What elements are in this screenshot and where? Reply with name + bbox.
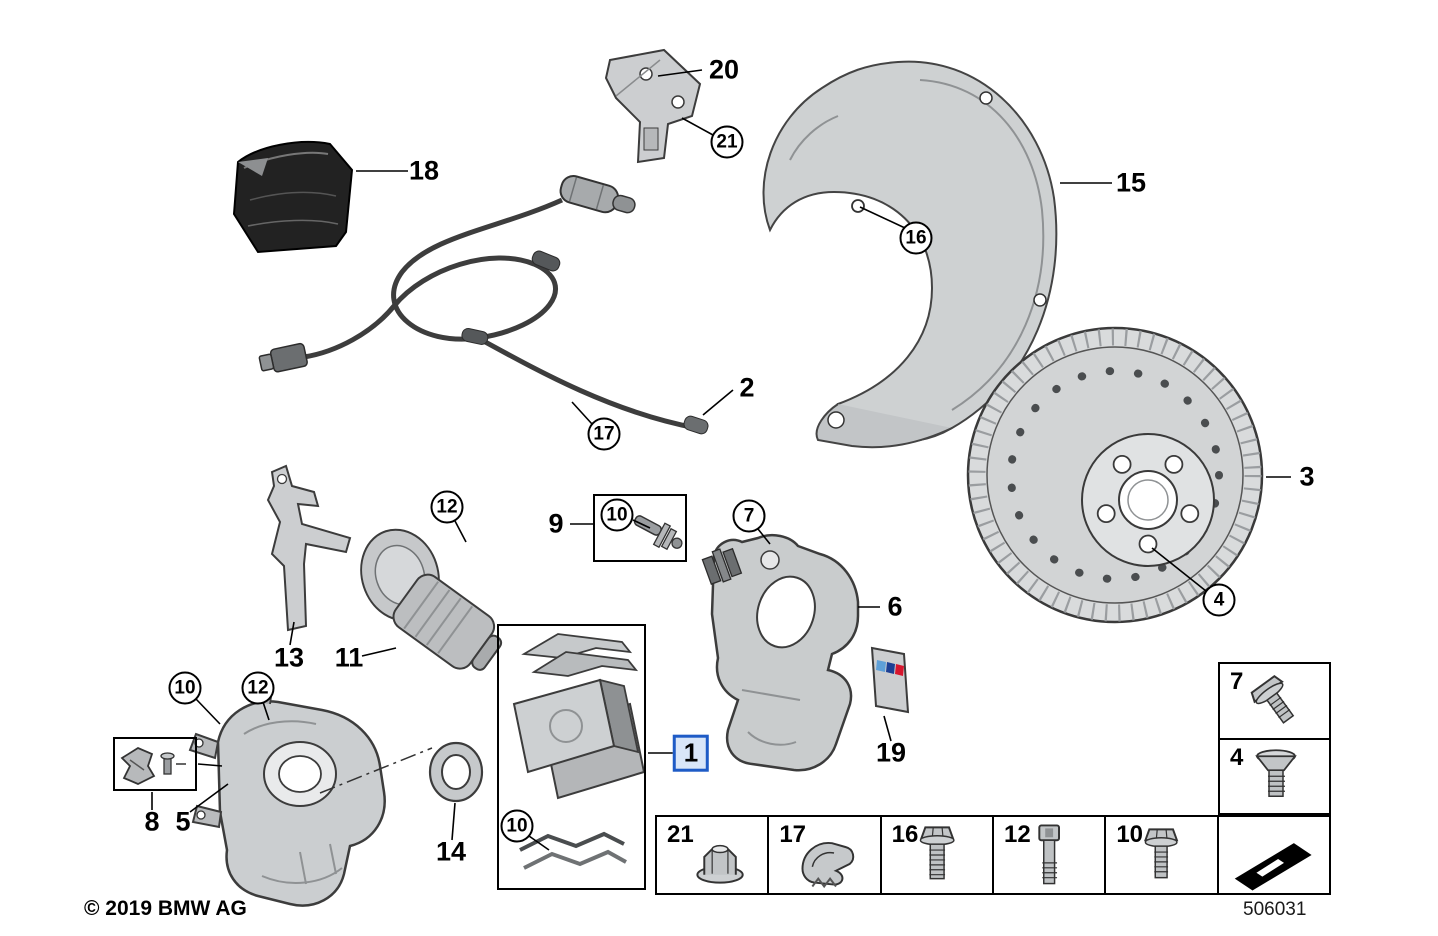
fastener-cell-21[interactable]: 21 (657, 817, 767, 893)
kit-box-9 (593, 494, 687, 562)
part-label-3[interactable]: 3 (1299, 461, 1315, 492)
fastener-cell-17[interactable]: 17 (767, 817, 879, 893)
part-label-18[interactable]: 18 (408, 155, 440, 186)
callout-4[interactable]: 4 (1202, 583, 1236, 617)
callout-10-pads[interactable]: 10 (500, 809, 534, 843)
fastener-table: 21 17 16 (655, 815, 1331, 895)
brake-caliper-drawing (188, 687, 386, 907)
cable-bracket-drawing (266, 464, 352, 632)
fastener-cell-12[interactable]: 12 (991, 817, 1104, 893)
fastener-cell-17-label: 17 (779, 821, 807, 848)
callout-16[interactable]: 16 (899, 221, 933, 255)
fastener-cell-10-label: 10 (1116, 821, 1144, 848)
fastener-cell-16-label: 16 (891, 821, 919, 848)
part-label-9[interactable]: 9 (548, 508, 564, 539)
assembly-axis-line (319, 747, 433, 794)
callout-10-kit[interactable]: 10 (600, 498, 634, 532)
kit-box-8 (113, 737, 197, 791)
grease-pack-drawing (232, 141, 354, 254)
callout-7[interactable]: 7 (732, 499, 766, 533)
splash-shield-drawing (762, 60, 1058, 449)
brake-pad-set-drawing (512, 633, 646, 870)
part-label-15[interactable]: 15 (1115, 167, 1147, 198)
fastener-cell-16[interactable]: 16 (879, 817, 992, 893)
bolt-cell-7[interactable]: 7 (1220, 664, 1329, 738)
retaining-clip-icon (801, 842, 855, 889)
bolt-cell-4-label: 4 (1230, 743, 1244, 771)
sensor-bracket-drawing (604, 48, 702, 164)
callout-17[interactable]: 17 (587, 417, 621, 451)
hex-flange-bolt-icon (1250, 674, 1295, 724)
callout-21[interactable]: 21 (710, 125, 744, 159)
part-label-6[interactable]: 6 (887, 591, 903, 622)
hex-flange-bolt-icon (919, 826, 955, 880)
copyright-text: © 2019 BMW AG (84, 897, 247, 920)
part-label-14[interactable]: 14 (435, 836, 467, 867)
part-label-1-selected[interactable]: 1 (672, 734, 710, 772)
parking-brake-actuator-drawing (360, 528, 503, 671)
bolt-table: 7 4 (1218, 662, 1331, 815)
countersunk-screw-icon (1255, 748, 1297, 797)
wear-sensor-drawing (258, 175, 709, 435)
cheese-head-bolt-icon (1038, 824, 1060, 885)
direction-arrow-icon (1234, 843, 1312, 891)
bolt-cell-7-label: 7 (1230, 668, 1244, 695)
part-label-2[interactable]: 2 (739, 372, 755, 403)
part-label-11[interactable]: 11 (334, 642, 364, 673)
callout-10-caliper[interactable]: 10 (168, 671, 202, 705)
diagram-code: 506031 (1243, 899, 1307, 920)
piston-seal-drawing (428, 741, 484, 803)
fastener-cell-10[interactable]: 10 (1104, 817, 1216, 893)
fastener-cell-21-label: 21 (667, 821, 694, 848)
callout-12-upper[interactable]: 12 (430, 490, 464, 524)
fastener-cell-12-label: 12 (1003, 821, 1031, 848)
leader-lines (151, 69, 1291, 851)
clip-kit-drawing (120, 746, 186, 785)
fastener-cell-arrow[interactable] (1216, 817, 1329, 893)
hex-flange-bolt-icon (1144, 828, 1179, 879)
part-label-19[interactable]: 19 (875, 737, 907, 768)
flanged-nut-icon (696, 844, 744, 884)
part-label-5[interactable]: 5 (175, 806, 191, 837)
im-plate-drawing (870, 646, 910, 714)
bolt-cell-4[interactable]: 4 (1220, 737, 1329, 814)
guide-pin-kit-drawing (633, 515, 683, 551)
part-label-13[interactable]: 13 (273, 642, 305, 673)
callout-12-caliper[interactable]: 12 (241, 671, 275, 705)
brake-disc-drawing (966, 326, 1264, 624)
part-label-20[interactable]: 20 (708, 54, 740, 85)
caliper-carrier-drawing (701, 534, 860, 772)
pad-kit-box-1 (497, 624, 646, 890)
part-label-8[interactable]: 8 (144, 806, 160, 837)
